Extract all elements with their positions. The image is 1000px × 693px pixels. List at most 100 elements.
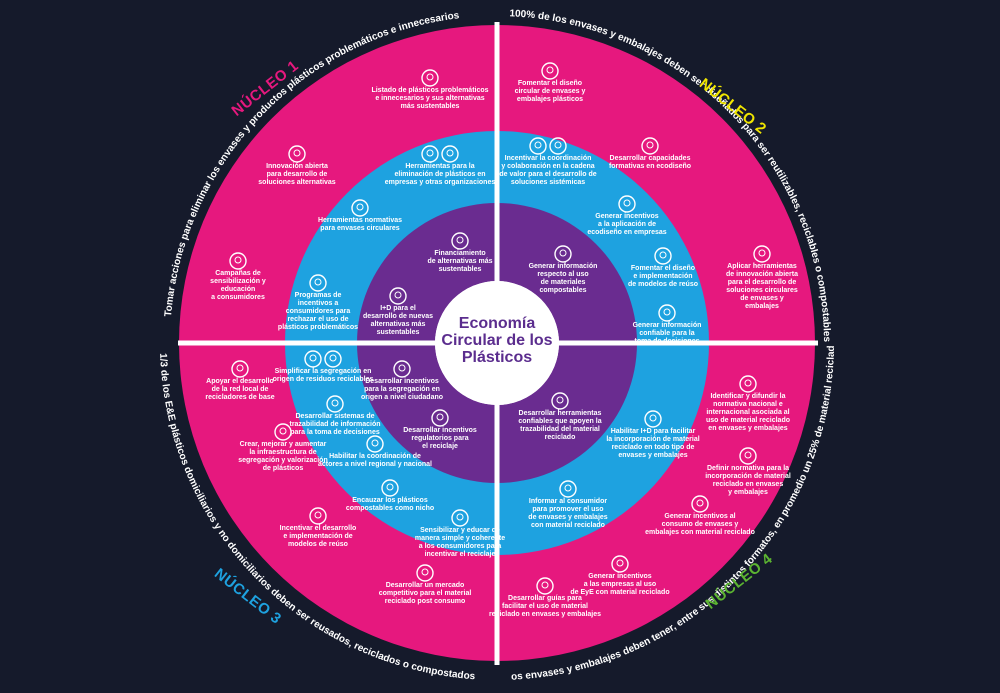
action-icon xyxy=(366,435,384,453)
action-icon-detail xyxy=(234,256,242,264)
action-icon xyxy=(618,195,636,213)
action-icon-detail xyxy=(649,414,657,422)
action-icon-detail xyxy=(356,203,364,211)
action-icon xyxy=(351,199,369,217)
action-icon xyxy=(381,479,399,497)
action-icon-detail xyxy=(314,278,322,286)
action-icon xyxy=(441,145,459,163)
action-icon-detail xyxy=(556,396,564,404)
action-icon-detail xyxy=(314,511,322,519)
action-icon xyxy=(389,287,407,305)
action-icon-detail xyxy=(446,149,454,157)
action-icon-detail xyxy=(616,559,624,567)
action-icon xyxy=(274,423,292,441)
action-icon-detail xyxy=(421,568,429,576)
action-icon-detail xyxy=(696,499,704,507)
action-icon-detail xyxy=(659,251,667,259)
action-icon-detail xyxy=(293,149,301,157)
action-icon xyxy=(753,245,771,263)
action-icon-detail xyxy=(546,66,554,74)
action-icon-detail xyxy=(371,439,379,447)
action-icon xyxy=(559,480,577,498)
action-icon xyxy=(309,274,327,292)
action-icon-detail xyxy=(426,149,434,157)
action-icon-detail xyxy=(426,73,434,81)
action-icon-detail xyxy=(279,427,287,435)
action-icon-detail xyxy=(663,308,671,316)
action-icon-detail xyxy=(456,236,464,244)
action-icon xyxy=(691,495,709,513)
action-icon-detail xyxy=(554,141,562,149)
action-icon xyxy=(231,360,249,378)
action-icon xyxy=(309,507,327,525)
action-icon-detail xyxy=(456,513,464,521)
action-icon xyxy=(644,410,662,428)
action-icon xyxy=(739,447,757,465)
action-icon xyxy=(658,304,676,322)
action-icon-detail xyxy=(436,413,444,421)
action-icon-detail xyxy=(559,249,567,257)
action-icon xyxy=(304,350,322,368)
action-icon-detail xyxy=(564,484,572,492)
action-icon xyxy=(421,145,439,163)
action-icon-detail xyxy=(331,399,339,407)
action-icon-detail xyxy=(394,291,402,299)
action-icon-detail xyxy=(329,354,337,362)
action-icon-detail xyxy=(236,364,244,372)
action-icon-detail xyxy=(534,141,542,149)
action-icon xyxy=(551,392,569,410)
action-icon xyxy=(229,252,247,270)
action-icon xyxy=(739,375,757,393)
action-icon xyxy=(326,395,344,413)
action-icon xyxy=(554,245,572,263)
action-icon xyxy=(529,137,547,155)
action-icon-detail xyxy=(309,354,317,362)
